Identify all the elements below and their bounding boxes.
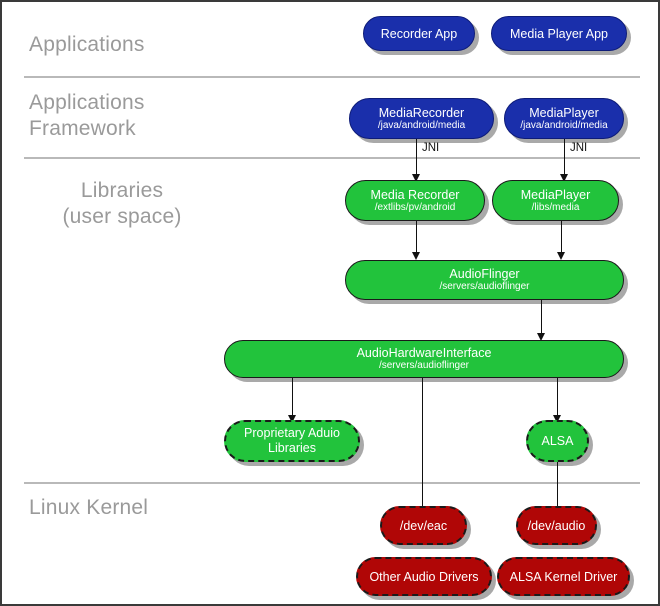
- node-dev-audio[interactable]: /dev/audio: [516, 506, 597, 545]
- node-dev-eac[interactable]: /dev/eac: [380, 506, 467, 545]
- edge-jni-right-label: JNI: [570, 142, 588, 154]
- node-alsa-kernel-driver-title: ALSA Kernel Driver: [509, 569, 618, 584]
- edge-ahi-to-proprietary-libraries-arrowhead: [288, 415, 296, 423]
- node-audio-hardware-interface[interactable]: AudioHardwareInterface /servers/audiofli…: [224, 340, 624, 378]
- layer-label-linux-kernel: Linux Kernel: [29, 496, 149, 519]
- node-media-player-library-title: MediaPlayer: [520, 187, 591, 202]
- node-media-player-framework-subtitle: /java/android/media: [520, 119, 608, 131]
- edge-ahi-to-proprietary-libraries: [292, 378, 293, 416]
- layer-label-applications: Applications: [29, 33, 145, 56]
- edge-media-player-to-audioflinger-arrowhead: [557, 252, 565, 260]
- node-audio-hardware-interface-subtitle: /servers/audioflinger: [378, 360, 470, 371]
- node-media-player-framework[interactable]: MediaPlayer /java/android/media: [504, 98, 624, 139]
- edge-jni-right-arrowhead: [560, 174, 568, 182]
- node-media-player-framework-title: MediaPlayer: [529, 105, 599, 120]
- node-other-audio-drivers-title: Other Audio Drivers: [369, 569, 479, 584]
- node-audio-flinger-title: AudioFlinger: [449, 267, 520, 281]
- node-media-recorder-framework[interactable]: MediaRecorder /java/android/media: [349, 98, 494, 139]
- node-alsa-kernel-driver[interactable]: ALSA Kernel Driver: [497, 557, 630, 596]
- edge-ahi-to-dev-eac: [422, 378, 423, 507]
- divider-libraries: [24, 482, 640, 484]
- node-proprietary-audio-libraries[interactable]: Proprietary Aduio Libraries: [224, 420, 360, 462]
- node-dev-eac-title: /dev/eac: [399, 518, 448, 533]
- divider-applications-framework: [24, 157, 640, 159]
- edge-jni-left: [416, 139, 417, 181]
- node-media-recorder-library-title: Media Recorder: [370, 187, 460, 202]
- divider-applications: [24, 76, 640, 78]
- edge-audioflinger-to-audiohardwareinterface-arrowhead: [537, 333, 545, 341]
- edge-media-recorder-to-audioflinger: [416, 221, 417, 253]
- edge-jni-left-arrowhead: [412, 174, 420, 182]
- node-other-audio-drivers[interactable]: Other Audio Drivers: [356, 557, 492, 596]
- edge-alsa-to-dev-audio: [557, 462, 558, 507]
- edge-media-player-to-audioflinger: [561, 221, 562, 253]
- node-media-recorder-library[interactable]: Media Recorder /extlibs/pv/android: [345, 180, 485, 221]
- layer-label-libraries: Libraries (user space): [62, 179, 182, 228]
- node-media-recorder-framework-title: MediaRecorder: [378, 105, 465, 120]
- node-recorder-app[interactable]: Recorder App: [363, 16, 475, 51]
- node-alsa[interactable]: ALSA: [526, 420, 589, 462]
- node-media-recorder-framework-subtitle: /java/android/media: [377, 119, 466, 131]
- node-media-player-library[interactable]: MediaPlayer /libs/media: [492, 180, 619, 221]
- edge-audioflinger-to-audiohardwareinterface: [541, 300, 542, 334]
- node-alsa-title: ALSA: [541, 434, 574, 448]
- edge-jni-left-label: JNI: [422, 142, 440, 154]
- node-media-player-library-subtitle: /libs/media: [531, 201, 580, 213]
- layer-label-applications-framework: Applications Framework: [29, 91, 145, 140]
- node-audio-flinger[interactable]: AudioFlinger /servers/audioflinger: [345, 260, 624, 300]
- node-proprietary-audio-libraries-title: Proprietary Aduio Libraries: [244, 426, 340, 455]
- node-media-player-app[interactable]: Media Player App: [491, 16, 627, 51]
- edge-ahi-to-alsa-arrowhead: [553, 415, 561, 423]
- edge-ahi-to-alsa: [557, 378, 558, 416]
- edge-jni-right: [564, 139, 565, 181]
- node-dev-audio-title: /dev/audio: [527, 518, 586, 533]
- node-recorder-app-title: Recorder App: [380, 26, 458, 41]
- node-audio-flinger-subtitle: /servers/audioflinger: [439, 281, 530, 292]
- edge-media-recorder-to-audioflinger-arrowhead: [412, 252, 420, 260]
- node-media-player-app-title: Media Player App: [510, 26, 608, 41]
- node-audio-hardware-interface-title: AudioHardwareInterface: [356, 346, 492, 360]
- node-media-recorder-library-subtitle: /extlibs/pv/android: [374, 201, 456, 213]
